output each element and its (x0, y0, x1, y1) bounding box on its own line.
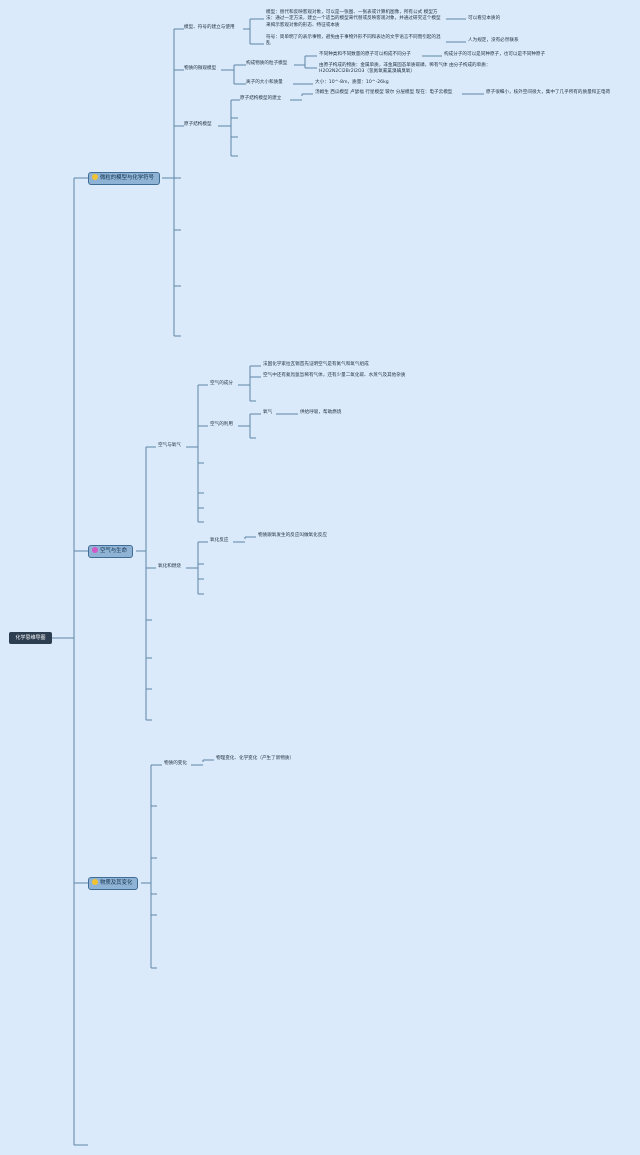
note-model-history: 汤姆生 西瓜模型 卢瑟福 行星模型 玻尔 分层模型 现在：电子云模型 (315, 90, 453, 95)
branch-label: 微粒的模型与化学符号 (100, 175, 154, 181)
branch-label: 空气与生命 (100, 548, 127, 554)
note-oxidation-definition: 物质跟氧发生的反应叫做氧化反应 (258, 533, 327, 538)
topic-atom-structure[interactable]: 原子结构模型 (184, 122, 212, 127)
topic-oxidation-combustion[interactable]: 氧化和燃烧 (158, 564, 181, 569)
bulb-icon (92, 879, 98, 885)
topic-air-oxygen[interactable]: 空气与氧气 (158, 443, 181, 448)
bulb-icon (92, 174, 98, 180)
topic-atom-model-history[interactable]: 原子结构模型的建立 (240, 96, 282, 101)
note-lavoisier: 法国化学家拉瓦锡首先证明空气是有氮气和氧气组成 (263, 362, 369, 367)
topic-air-usage[interactable]: 空气的利用 (210, 422, 233, 427)
branch-label: 物质及其变化 (100, 880, 133, 886)
note-atoms-form-molecules: 不同种类和不同数量的原子可以构成不同分子 (319, 52, 411, 57)
topic-model-symbol[interactable]: 模型、符号的建立与使用 (184, 25, 235, 30)
branch-particle-models[interactable]: 微粒的模型与化学符号 (88, 172, 160, 185)
note-symbol-convention: 人为规定，没有必然联系 (468, 38, 519, 43)
topic-micro-model[interactable]: 物质的微观模型 (184, 66, 217, 71)
note-symbol-definition: 符号：简单明了的表示事物，避免由于事物外形不同和表达的文字语言不同而引起的混乱 (266, 35, 441, 47)
note-model-essence: 可以看见本质的 (468, 16, 501, 21)
note-oxygen: 氧气 (263, 410, 273, 415)
topic-oxidation-reaction[interactable]: 氧化反应 (210, 538, 229, 543)
note-oxygen-function: 供给呼吸，帮助燃烧 (300, 410, 342, 415)
topic-air-composition[interactable]: 空气的成分 (210, 381, 233, 386)
root-topic[interactable]: 化学思维导图 (9, 632, 52, 644)
topic-ion-size[interactable]: 离子的大小和质量 (246, 80, 283, 85)
branch-air-life[interactable]: 空气与生命 (88, 545, 133, 558)
branch-substance-change[interactable]: 物质及其变化 (88, 877, 139, 890)
topic-substance-change[interactable]: 物质的变化 (164, 761, 187, 766)
note-model-definition: 模型：替代和反映客观对象，可以是一张图、一张表或计算机图像，所有公式 模型方法：… (266, 10, 441, 28)
note-physical-chemical-change: 物理变化、化学变化（产生了新物质） (216, 756, 295, 761)
note-molecule-atoms: 构成分子的可以是同种原子，也可以是不同种原子 (444, 52, 546, 57)
note-substance-composition: 由原子构成的物质：金属单质，非金属固态单质碳磷，稀有气体 由分子构成的单质：H2… (319, 63, 491, 75)
note-noble-gases: 空气中还有氦氖氩氙稀有气体，还有少量二氧化碳、水蒸气及其他杂质 (263, 373, 406, 378)
flower-icon (92, 547, 98, 553)
note-nucleus: 原子很细小，核外空间很大，集中了几乎所有的质量和正电荷 (486, 90, 611, 95)
note-ion-size-mass: 大小：10^-8m，质量：10^-26kg (315, 80, 389, 85)
topic-particle-model[interactable]: 构成物质的粒子模型 (246, 61, 288, 66)
